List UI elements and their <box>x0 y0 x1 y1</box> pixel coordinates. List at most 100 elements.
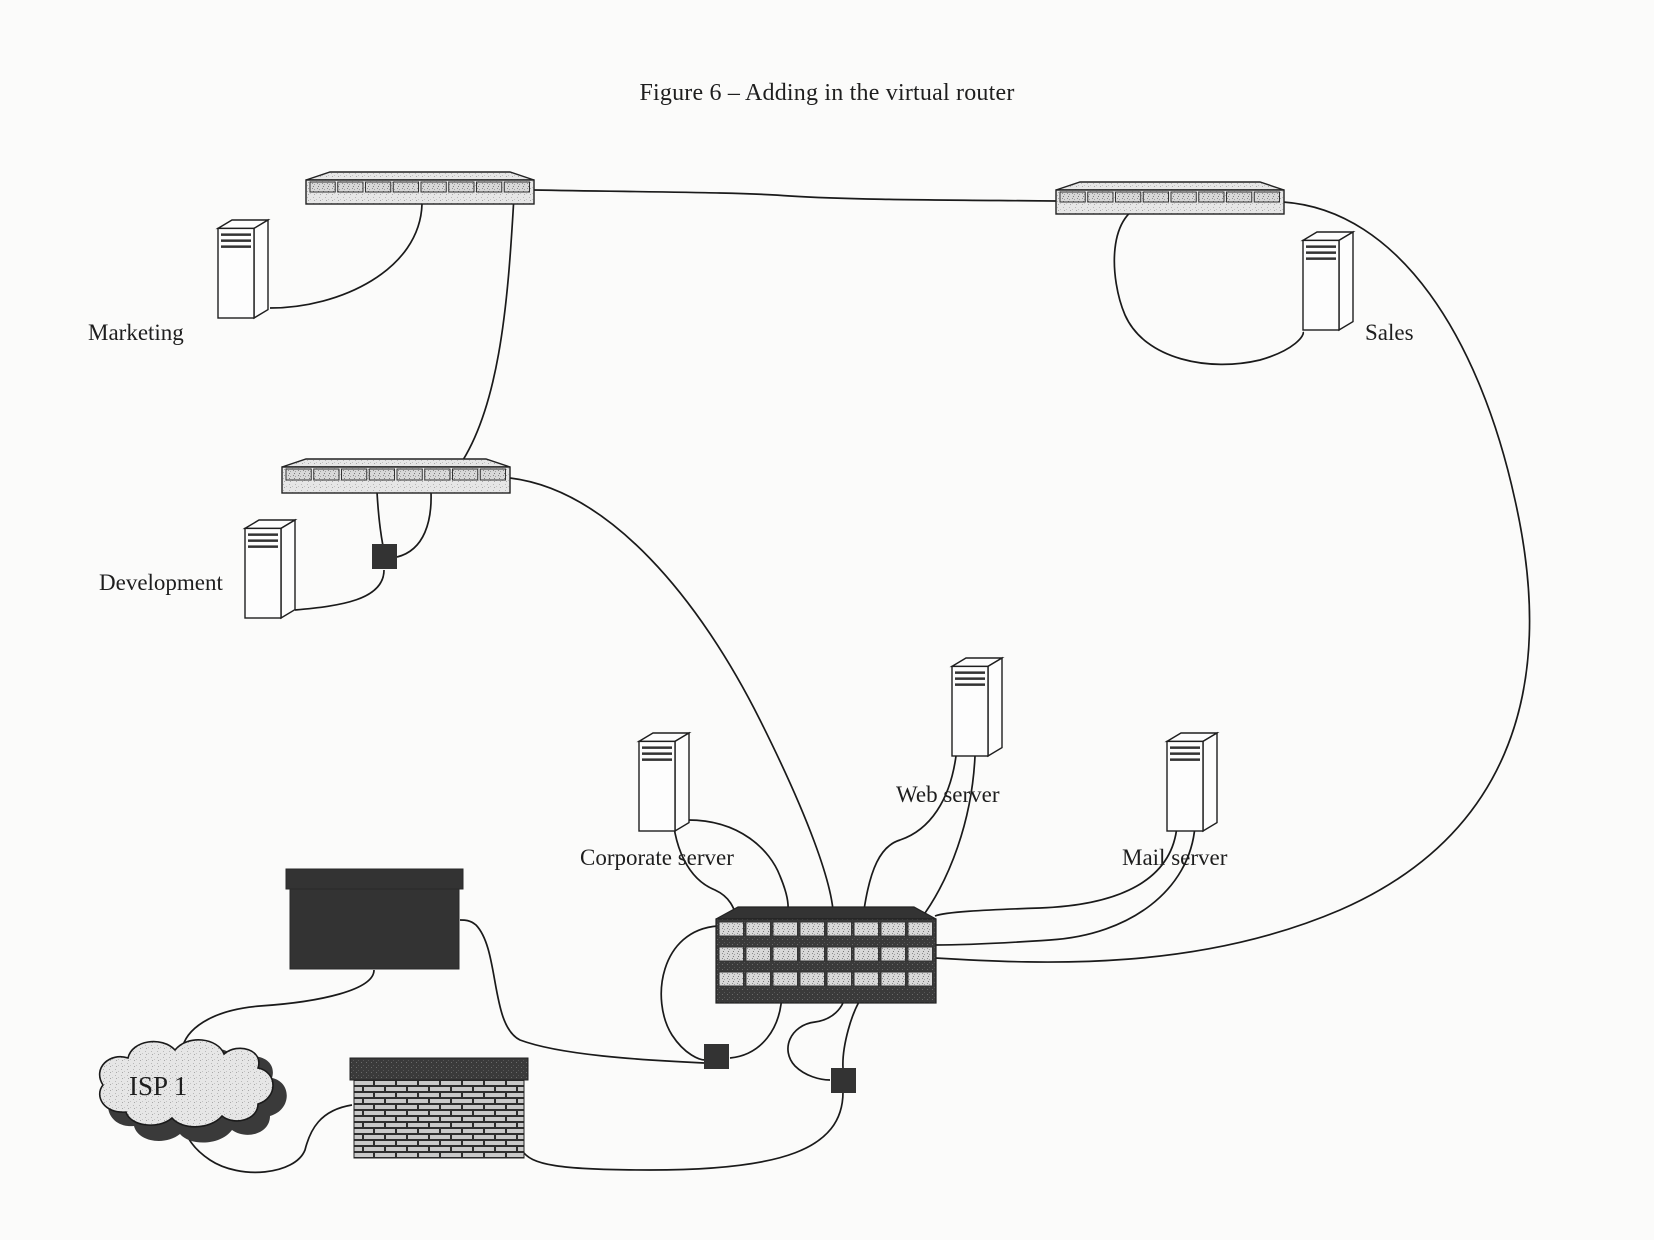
port[interactable] <box>420 181 447 193</box>
server-side <box>253 218 269 320</box>
port[interactable] <box>826 921 852 937</box>
server-drive-bay <box>955 683 985 686</box>
port[interactable] <box>907 971 933 987</box>
server-drive-bay <box>955 671 985 674</box>
port[interactable] <box>772 921 798 937</box>
cable-mail-core-a <box>934 825 1178 917</box>
port[interactable] <box>1198 191 1225 203</box>
port[interactable] <box>853 921 879 937</box>
port[interactable] <box>396 468 423 481</box>
port[interactable] <box>452 468 479 481</box>
label-web-server: Web server <box>896 782 1000 807</box>
cable-hub-left-virtual-router <box>459 919 705 1064</box>
server-drive-bay <box>248 539 278 542</box>
port[interactable] <box>880 946 906 962</box>
label-marketing: Marketing <box>88 320 184 345</box>
hub-development[interactable] <box>372 544 397 569</box>
cable-firewall-isp <box>184 1104 353 1174</box>
port[interactable] <box>341 468 368 481</box>
server-side <box>674 731 690 833</box>
port[interactable] <box>1115 191 1142 203</box>
port[interactable] <box>1142 191 1169 203</box>
port[interactable] <box>309 181 336 193</box>
switch-development[interactable] <box>281 458 511 494</box>
port[interactable] <box>772 946 798 962</box>
server-drive-bay <box>1170 758 1200 761</box>
port[interactable] <box>337 181 364 193</box>
cable-marketing-server <box>269 203 423 309</box>
server-side <box>1338 230 1354 332</box>
port[interactable] <box>476 181 503 193</box>
cable-development-hub-a <box>376 491 384 547</box>
server-side <box>1202 731 1218 833</box>
port[interactable] <box>503 181 530 193</box>
port[interactable] <box>880 971 906 987</box>
virtual-router[interactable] <box>285 868 464 970</box>
port[interactable] <box>1253 191 1280 203</box>
port[interactable] <box>799 971 825 987</box>
port[interactable] <box>826 946 852 962</box>
port[interactable] <box>448 181 475 193</box>
port[interactable] <box>365 181 392 193</box>
server-side <box>987 656 1003 758</box>
server-side <box>280 518 296 620</box>
label-sales: Sales <box>1365 320 1414 345</box>
port[interactable] <box>853 946 879 962</box>
port[interactable] <box>479 468 506 481</box>
port[interactable] <box>907 921 933 937</box>
port[interactable] <box>285 468 312 481</box>
server-drive-bay <box>221 245 251 248</box>
hub-core-left[interactable] <box>704 1044 729 1069</box>
figure-title: Figure 6 – Adding in the virtual router <box>639 80 1015 106</box>
cable-core-hub-left <box>660 925 719 1061</box>
port[interactable] <box>1087 191 1114 203</box>
server-drive-bay <box>1306 245 1336 248</box>
port[interactable] <box>368 468 395 481</box>
port[interactable] <box>880 921 906 937</box>
cloud-body <box>98 1039 274 1128</box>
switch-sales[interactable] <box>1055 181 1285 215</box>
port[interactable] <box>799 946 825 962</box>
port[interactable] <box>1059 191 1086 203</box>
server-marketing[interactable] <box>215 218 271 320</box>
port[interactable] <box>799 921 825 937</box>
port[interactable] <box>718 921 744 937</box>
cable-hub-right-firewall <box>521 1091 844 1171</box>
label-mail-server: Mail server <box>1122 845 1228 870</box>
server-development[interactable] <box>242 518 298 620</box>
port[interactable] <box>826 971 852 987</box>
server-drive-bay <box>955 677 985 680</box>
isp-cloud[interactable] <box>98 1039 287 1143</box>
cable-development-core <box>509 477 834 911</box>
port[interactable] <box>907 946 933 962</box>
server-web[interactable] <box>949 656 1005 758</box>
server-sales[interactable] <box>1300 230 1356 332</box>
port[interactable] <box>718 971 744 987</box>
label-isp: ISP 1 <box>129 1071 188 1101</box>
port[interactable] <box>745 921 771 937</box>
hub-core-right[interactable] <box>831 1068 856 1093</box>
port[interactable] <box>853 971 879 987</box>
port[interactable] <box>392 181 419 193</box>
server-mail[interactable] <box>1164 731 1220 833</box>
port[interactable] <box>745 971 771 987</box>
server-front <box>1302 239 1340 331</box>
port[interactable] <box>745 946 771 962</box>
port[interactable] <box>313 468 340 481</box>
core-router[interactable] <box>715 906 937 1004</box>
port[interactable] <box>1170 191 1197 203</box>
server-drive-bay <box>248 545 278 548</box>
cable-virtual-router-isp <box>181 969 375 1051</box>
server-drive-bay <box>1170 752 1200 755</box>
port[interactable] <box>424 468 451 481</box>
switch-marketing[interactable] <box>305 171 535 205</box>
firewall[interactable] <box>349 1057 529 1159</box>
server-corporate[interactable] <box>636 731 692 833</box>
port[interactable] <box>772 971 798 987</box>
cable-marketing-sales <box>533 189 1057 202</box>
cable-web-core-a <box>863 755 957 911</box>
cable-core-hub-right-a <box>787 989 847 1081</box>
port[interactable] <box>718 946 744 962</box>
port[interactable] <box>1226 191 1253 203</box>
server-drive-bay <box>1170 746 1200 749</box>
